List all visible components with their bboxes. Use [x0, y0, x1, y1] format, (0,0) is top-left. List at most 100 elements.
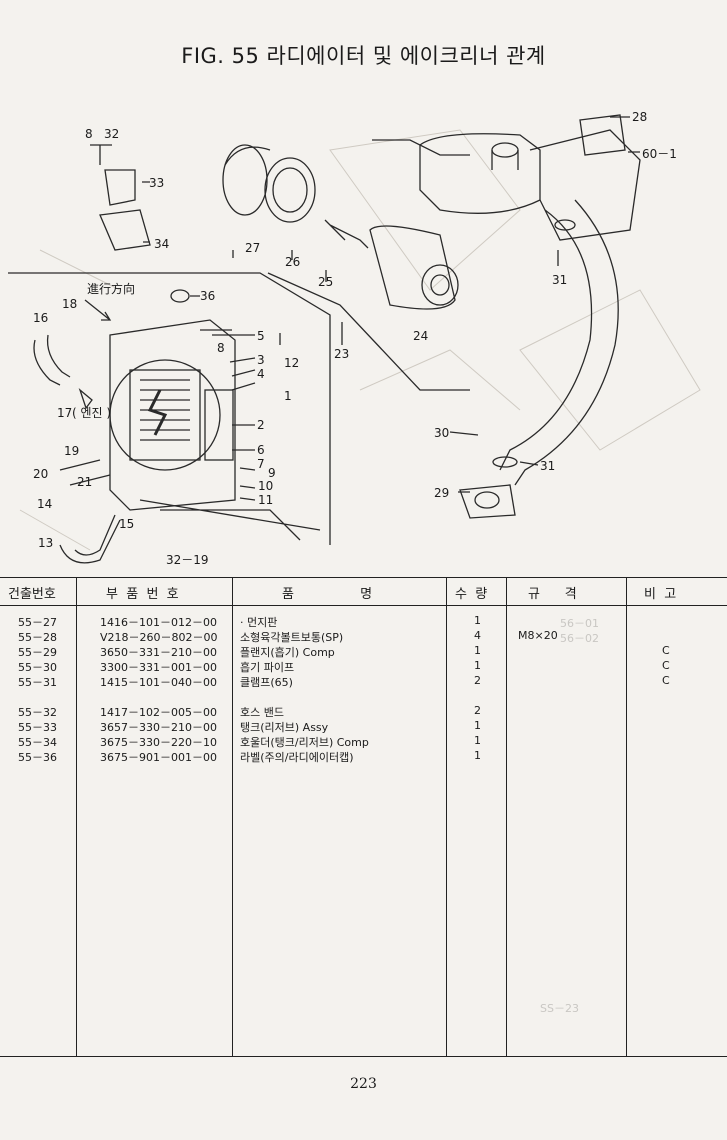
callout-14: 14 [37, 497, 52, 511]
callout-4: 4 [257, 367, 265, 381]
cell-part: 3650－331－210－00 [100, 646, 217, 659]
table-row: 55－29 3650－331－210－00 플랜지(흡기) Comp 1 C [0, 644, 727, 659]
callout-26: 26 [285, 255, 300, 269]
col-divider [76, 577, 77, 1057]
header-qty: 수 량 [455, 587, 488, 602]
table-row: 55－27 1416－101－012－00 · 먼지판 1 [0, 614, 727, 629]
cell-no: 55－28 [18, 631, 57, 644]
callout-20: 20 [33, 467, 48, 481]
callout-32-19: 32－19 [166, 553, 209, 567]
callout-17: 17 [57, 406, 72, 420]
col-divider [232, 577, 233, 1057]
cell-no: 55－36 [18, 751, 57, 764]
header-no: 건출번호 [8, 587, 56, 602]
callout-18: 18 [62, 297, 77, 311]
cell-qty: 1 [474, 659, 481, 672]
cell-part: 3657－330－210－00 [100, 721, 217, 734]
cell-no: 55－30 [18, 661, 57, 674]
callout-32: 32 [104, 127, 119, 141]
cell-note: C [662, 644, 670, 657]
callout-8: 8 [85, 127, 93, 141]
cell-no: 55－29 [18, 646, 57, 659]
callout-8b: 8 [217, 341, 225, 355]
cell-name: · 먼지판 [240, 616, 278, 629]
header-spec: 규 격 [528, 587, 577, 602]
callout-10: 10 [258, 479, 273, 493]
cell-qty: 1 [474, 614, 481, 627]
callout-9: 9 [268, 466, 276, 480]
callout-28: 28 [632, 110, 647, 124]
figure-title: FIG. 55 라디에이터 및 에이크리너 관계 [181, 44, 546, 68]
callout-24: 24 [413, 329, 428, 343]
callout-2: 2 [257, 418, 265, 432]
cell-part: 3300－331－001－00 [100, 661, 217, 674]
callout-16: 16 [33, 311, 48, 325]
header-part-name: 품 명 [282, 587, 373, 602]
cell-qty: 2 [474, 704, 481, 717]
table-row: 55－30 3300－331－001－00 흡기 파이프 1 C [0, 659, 727, 674]
cell-note: C [662, 659, 670, 672]
callout-6: 6 [257, 443, 265, 457]
cell-name: 소형육각볼트보통(SP) [240, 631, 344, 644]
cell-part: 1415－101－040－00 [100, 676, 217, 689]
table-top-rule [0, 577, 727, 578]
engine-label: ( 엔진 ) [72, 406, 111, 420]
cell-no: 55－27 [18, 616, 57, 629]
callout-31b: 31 [540, 459, 555, 473]
cell-qty: 1 [474, 734, 481, 747]
callout-30: 30 [434, 426, 449, 440]
callout-13: 13 [38, 536, 53, 550]
callout-7: 7 [257, 457, 265, 471]
diagram-callouts: 8 32 33 34 進行方向 36 18 16 5 8 3 4 12 1 2 … [33, 110, 677, 567]
cell-name: 탱크(리저브) Assy [240, 721, 329, 734]
cell-part: 3675－330－220－10 [100, 736, 217, 749]
table-row: 55－36 3675－901－001－00 라벨(주의/라디에이터캡) 1 [0, 749, 727, 764]
cell-qty: 4 [474, 629, 481, 642]
header-part-number: 부 품 번 호 [106, 587, 179, 602]
callout-12: 12 [284, 356, 299, 370]
callout-3: 3 [257, 353, 265, 367]
table-header-rule [0, 605, 727, 606]
cell-no: 55－31 [18, 676, 57, 689]
cell-spec: M8×20 [518, 629, 558, 642]
cell-part: 1416－101－012－00 [100, 616, 217, 629]
direction-label: 進行方向 [87, 281, 135, 296]
table-bottom-rule [0, 1056, 727, 1057]
callout-23: 23 [334, 347, 349, 361]
callout-60-1: 60－1 [642, 147, 677, 161]
page-number: 223 [350, 1076, 377, 1092]
col-divider [446, 577, 447, 1057]
cell-no: 55－34 [18, 736, 57, 749]
cell-qty: 1 [474, 719, 481, 732]
callout-29: 29 [434, 486, 449, 500]
cell-name: 흡기 파이프 [240, 661, 295, 674]
callout-21: 21 [77, 475, 92, 489]
cell-no: 55－33 [18, 721, 57, 734]
callout-34: 34 [154, 237, 169, 251]
callout-25: 25 [318, 275, 333, 289]
table-row: 55－33 3657－330－210－00 탱크(리저브) Assy 1 [0, 719, 727, 734]
col-divider [626, 577, 627, 1057]
callout-27: 27 [245, 241, 260, 255]
cell-name: 라벨(주의/라디에이터캡) [240, 751, 354, 764]
callout-36: 36 [200, 289, 215, 303]
cell-name: 클램프(65) [240, 676, 293, 689]
cell-part: 1417－102－005－00 [100, 706, 217, 719]
cell-name: 플랜지(흡기) Comp [240, 646, 335, 659]
cell-part: 3675－901－001－00 [100, 751, 217, 764]
cell-name: 호스 밴드 [240, 706, 284, 719]
cell-qty: 1 [474, 749, 481, 762]
cell-qty: 1 [474, 644, 481, 657]
callout-15: 15 [119, 517, 134, 531]
callout-33: 33 [149, 176, 164, 190]
header-note: 비 고 [644, 587, 677, 602]
callout-5: 5 [257, 329, 265, 343]
col-divider [506, 577, 507, 1057]
callout-11: 11 [258, 493, 273, 507]
exploded-parts-diagram: 8 32 33 34 進行方向 36 18 16 5 8 3 4 12 1 2 … [8, 110, 701, 567]
